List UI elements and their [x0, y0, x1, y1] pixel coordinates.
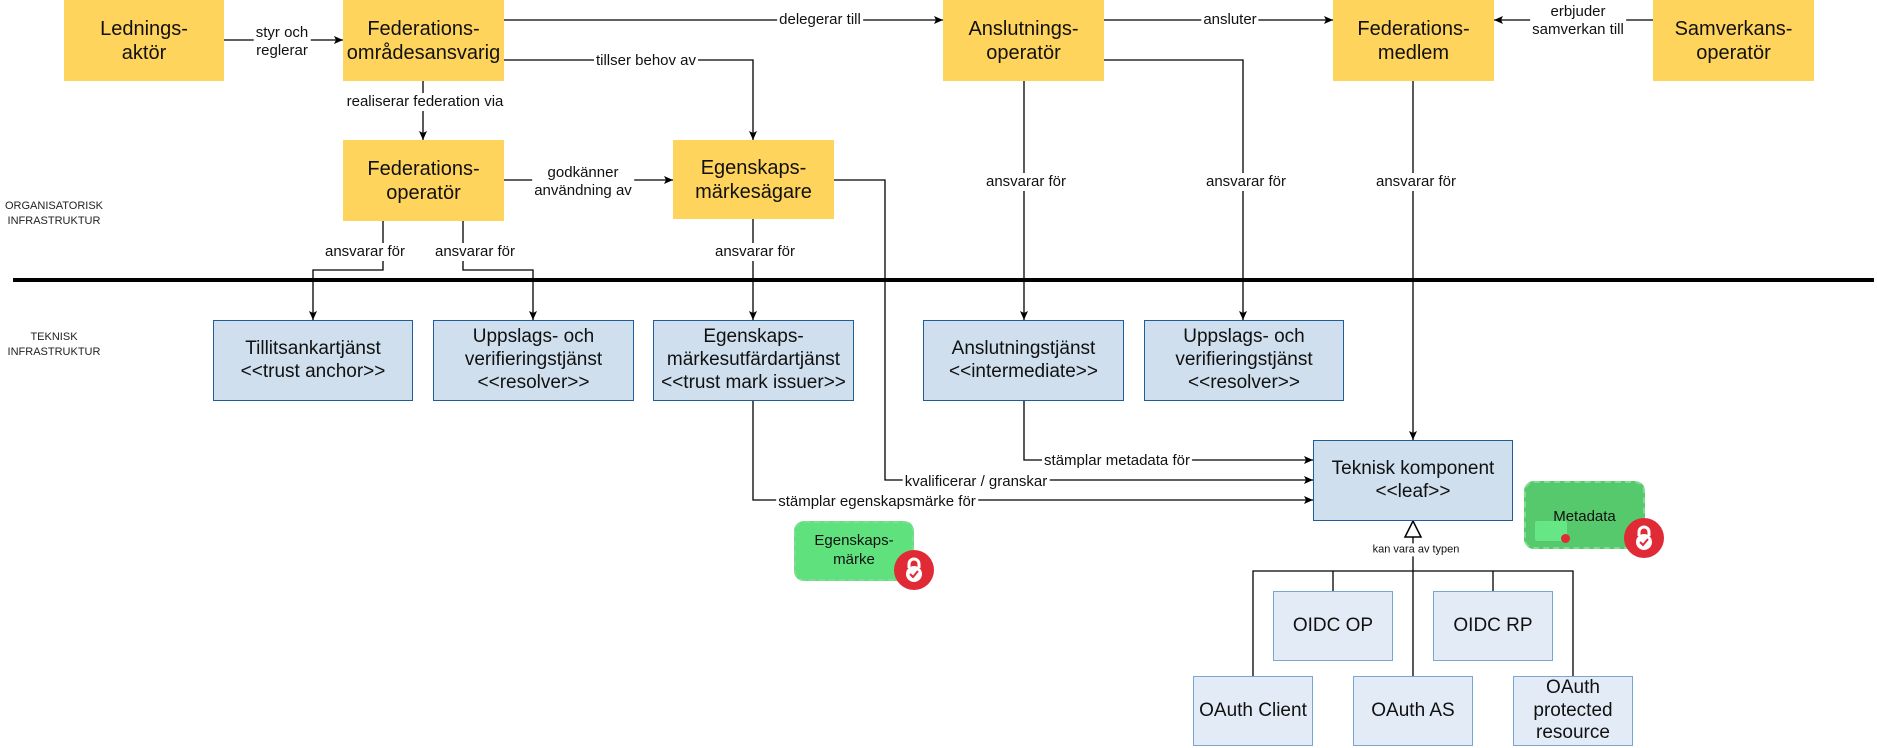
- label-godkanner: godkänner användning av: [532, 164, 634, 200]
- edge-fo-trust-anchor: [309, 221, 384, 320]
- label-ansvarar-for: ansvarar för: [1373, 173, 1459, 191]
- label-ansluter: ansluter: [1201, 11, 1259, 29]
- service-leaf[interactable]: Teknisk komponent <<leaf>>: [1313, 440, 1513, 521]
- actor-samverkansoperator[interactable]: Samverkans- operatör: [1653, 0, 1814, 81]
- edge-tillser: [504, 59, 757, 140]
- label-ansvarar-for: ansvarar för: [1203, 173, 1289, 191]
- label-realiserar: realiserar federation via: [344, 93, 506, 111]
- edge-stamplar-metadata: [1023, 400, 1313, 464]
- label-kan-vara-av-typen: kan vara av typen: [1370, 543, 1462, 557]
- service-intermediate[interactable]: Anslutningstjänst <<intermediate>>: [923, 320, 1124, 401]
- label-tillser: tillser behov av: [593, 52, 699, 70]
- edge-kvalificerar: [834, 179, 1313, 484]
- service-resolver-2[interactable]: Uppslags- och verifieringstjänst <<resol…: [1144, 320, 1344, 401]
- label-stamplar-metadata: stämplar metadata för: [1042, 452, 1192, 470]
- edge-ao-resolver: [1104, 59, 1247, 320]
- type-oidc-op[interactable]: OIDC OP: [1273, 591, 1393, 661]
- label-ansvarar-for: ansvarar för: [432, 243, 518, 261]
- lock-check-icon: [1624, 518, 1664, 558]
- label-ansvarar-for: ansvarar för: [983, 173, 1069, 191]
- actor-anslutningsoperator[interactable]: Anslutnings- operatör: [943, 0, 1104, 81]
- service-trust-mark-issuer[interactable]: Egenskaps- märkesutfärdartjänst <<trust …: [653, 320, 854, 401]
- metadata-document-icon: [1535, 521, 1567, 541]
- label-ansvarar-for: ansvarar för: [712, 243, 798, 261]
- actor-federationsoperator[interactable]: Federations- operatör: [343, 140, 504, 221]
- label-erbjuder: erbjuder samverkan till: [1530, 3, 1626, 39]
- label-ansvarar-for: ansvarar för: [322, 243, 408, 261]
- actor-ledningsaktor[interactable]: Lednings- aktör: [64, 0, 224, 81]
- type-oauth-client[interactable]: OAuth Client: [1193, 676, 1313, 746]
- type-oidc-rp[interactable]: OIDC RP: [1433, 591, 1553, 661]
- label-delegerar: delegerar till: [777, 11, 863, 29]
- actor-federationsomradesansvarig[interactable]: Federations- områdesansvarig: [343, 0, 504, 81]
- lock-check-icon: [894, 550, 934, 590]
- type-oauth-protected-resource[interactable]: OAuth protected resource: [1513, 676, 1633, 746]
- edge-bus: [1252, 570, 1574, 676]
- edge-stamplar-marke: [752, 400, 1313, 504]
- label-stamplar-marke: stämplar egenskapsmärke för: [776, 493, 978, 511]
- type-oauth-as[interactable]: OAuth AS: [1353, 676, 1473, 746]
- service-resolver-1[interactable]: Uppslags- och verifieringstjänst <<resol…: [433, 320, 634, 401]
- edge-fo-resolver: [462, 221, 537, 320]
- label-styr: styr och reglerar: [253, 24, 311, 60]
- metadata-label: Metadata: [1553, 507, 1616, 525]
- layer-label-organisational: ORGANISATORISK INFRASTRUKTUR: [4, 200, 104, 227]
- label-kvalificerar: kvalificerar / granskar: [902, 473, 1050, 491]
- actor-federationsmedlem[interactable]: Federations- medlem: [1333, 0, 1494, 81]
- small-lock-icon: [1561, 534, 1570, 543]
- service-trust-anchor[interactable]: Tillitsankartjänst <<trust anchor>>: [213, 320, 413, 401]
- layer-label-technical: TEKNISK INFRASTRUKTUR: [7, 331, 101, 358]
- actor-egenskapsmarkesagare[interactable]: Egenskaps- märkesägare: [673, 140, 834, 219]
